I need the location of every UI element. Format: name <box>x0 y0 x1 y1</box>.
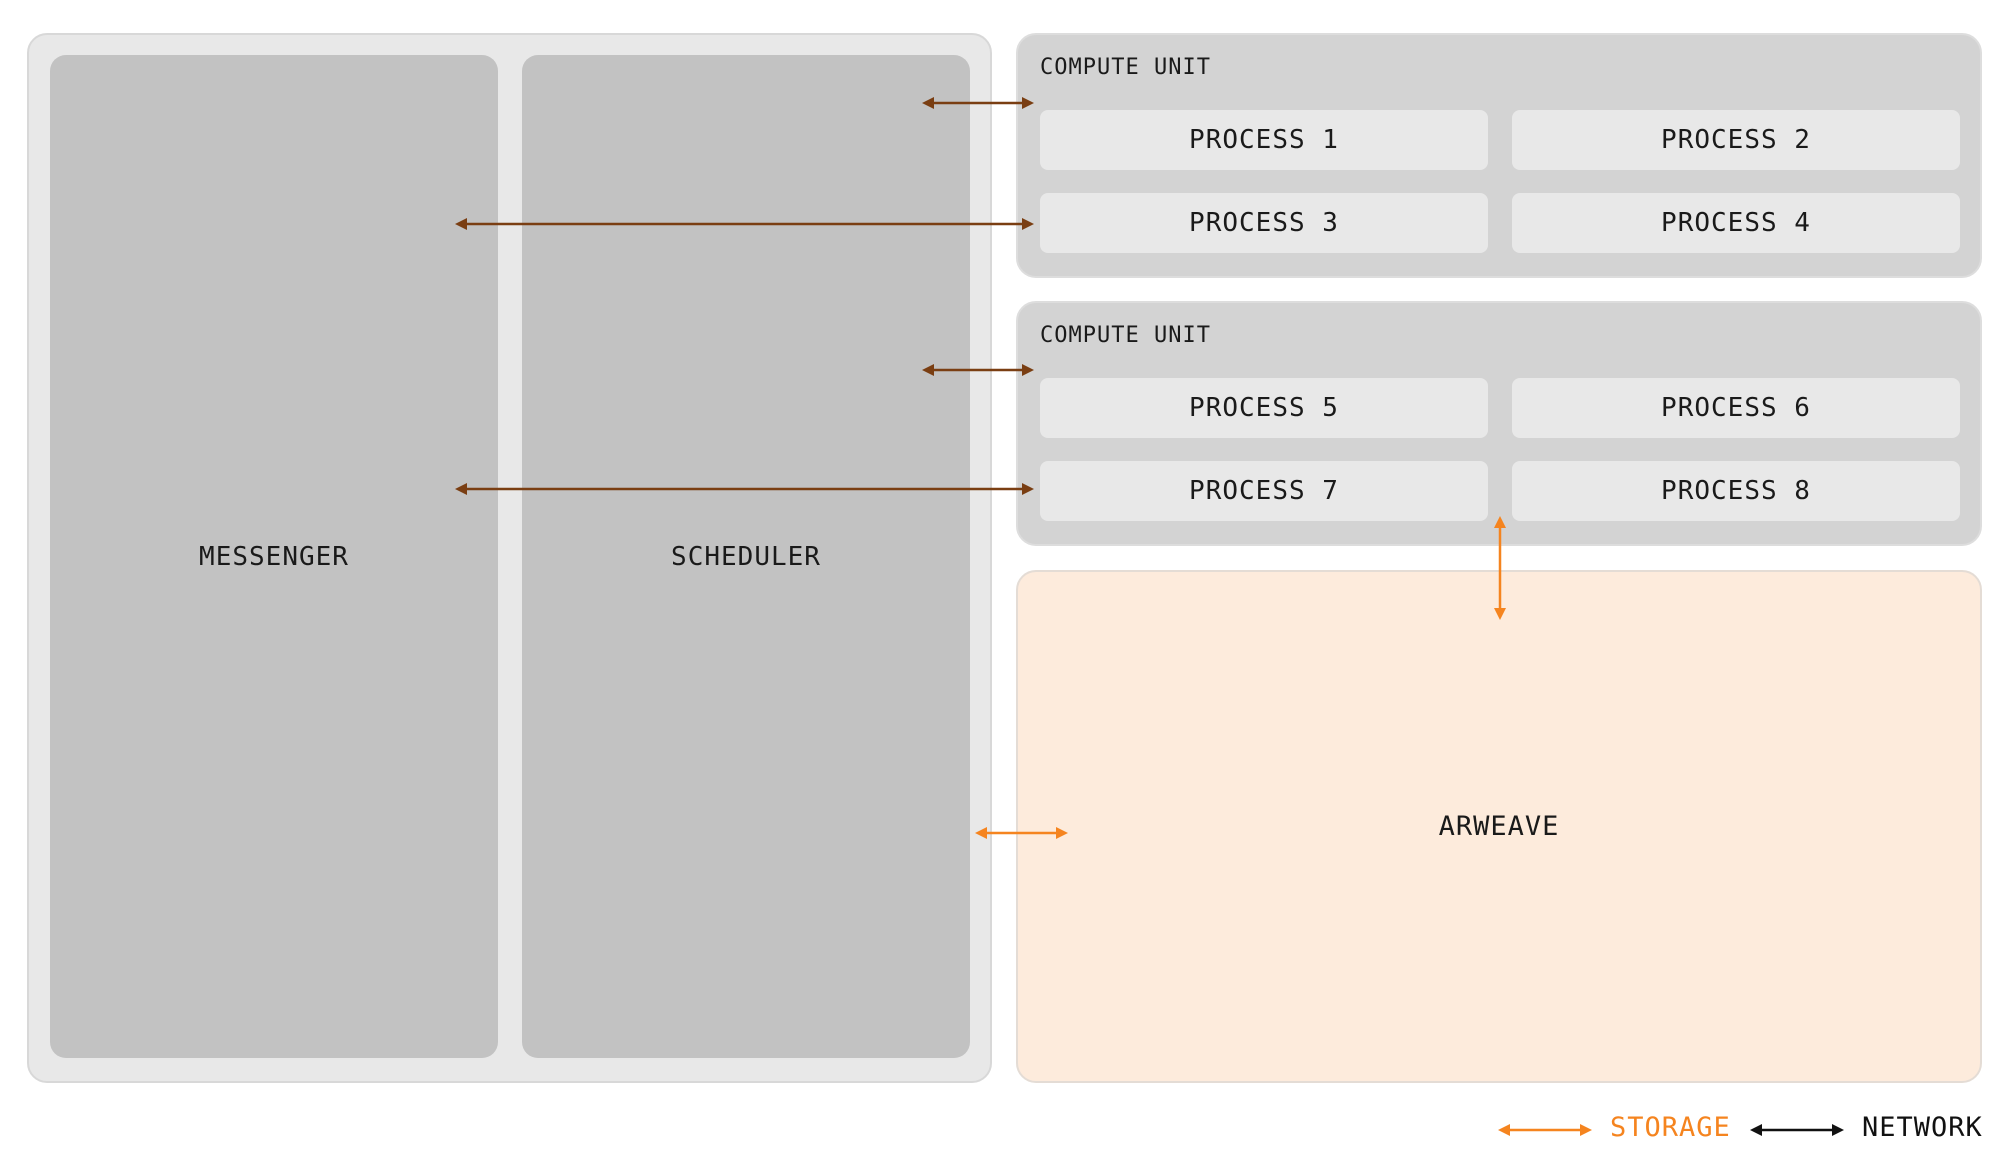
process-label: PROCESS 1 <box>1189 125 1339 155</box>
legend-network-arrow <box>1750 1124 1844 1136</box>
scheduler-label: SCHEDULER <box>671 541 821 572</box>
legend-storage-label: STORAGE <box>1610 1112 1731 1143</box>
compute-unit-label: COMPUTE UNIT <box>1040 55 1211 80</box>
process-label: PROCESS 7 <box>1189 476 1339 506</box>
process-label: PROCESS 6 <box>1661 393 1811 423</box>
legend-storage-arrow <box>1498 1124 1592 1136</box>
process-label: PROCESS 4 <box>1661 208 1811 238</box>
process-box: PROCESS 3 <box>1040 193 1488 253</box>
process-box: PROCESS 6 <box>1512 378 1960 438</box>
process-label: PROCESS 5 <box>1189 393 1339 423</box>
messenger-panel: MESSENGER <box>50 55 498 1058</box>
process-box: PROCESS 7 <box>1040 461 1488 521</box>
compute-unit-label: COMPUTE UNIT <box>1040 323 1211 348</box>
messenger-label: MESSENGER <box>199 541 349 572</box>
process-label: PROCESS 2 <box>1661 125 1811 155</box>
process-box: PROCESS 5 <box>1040 378 1488 438</box>
process-box: PROCESS 8 <box>1512 461 1960 521</box>
process-box: PROCESS 2 <box>1512 110 1960 170</box>
arweave-label: ARWEAVE <box>1438 811 1560 842</box>
process-label: PROCESS 3 <box>1189 208 1339 238</box>
scheduler-panel: SCHEDULER <box>522 55 970 1058</box>
process-box: PROCESS 1 <box>1040 110 1488 170</box>
arweave-panel: ARWEAVE <box>1016 570 1982 1083</box>
process-label: PROCESS 8 <box>1661 476 1811 506</box>
process-box: PROCESS 4 <box>1512 193 1960 253</box>
legend-network-label: NETWORK <box>1862 1112 1983 1143</box>
